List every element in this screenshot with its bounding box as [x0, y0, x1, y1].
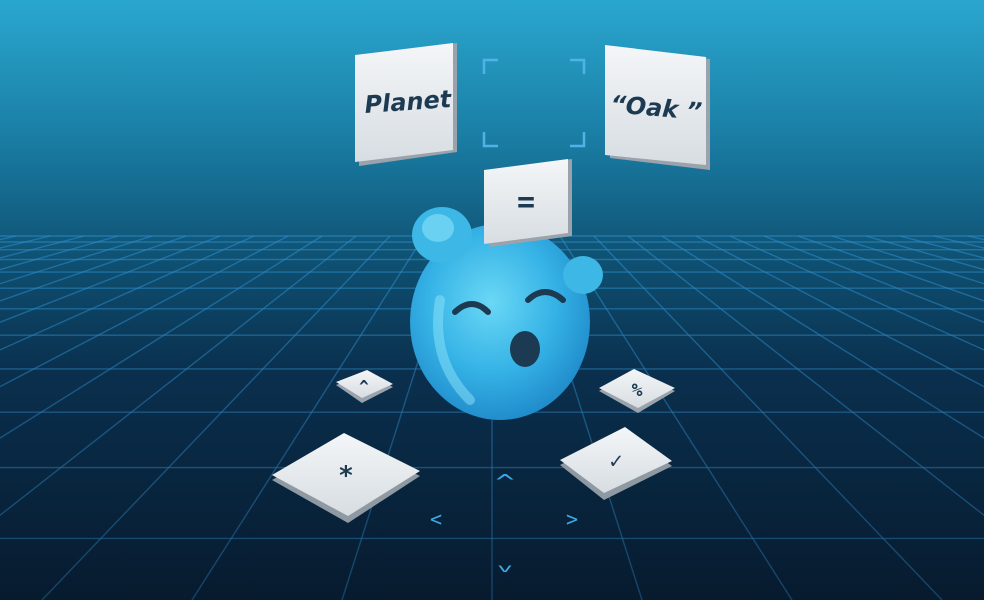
word-card-left-label: Planet: [364, 85, 454, 119]
floor-tile-big-left-label: *: [338, 461, 354, 491]
floor-tile-big-right[interactable]: ✓: [560, 427, 672, 500]
floor-tile-small-right-label: %: [632, 380, 643, 401]
word-card-right[interactable]: “Oak ”: [605, 45, 710, 170]
empty-slot-bracket-icon[interactable]: [482, 58, 586, 148]
dpad-left-arrow[interactable]: <: [430, 507, 442, 531]
dpad-right-arrow[interactable]: >: [566, 507, 578, 531]
floor-tile-small-left-label: ^: [359, 377, 369, 396]
operator-card[interactable]: =: [484, 159, 572, 247]
floor-tile-small-right[interactable]: %: [599, 369, 675, 413]
dpad-down-arrow[interactable]: v: [497, 562, 512, 575]
floor-tile-small-left[interactable]: ^: [336, 370, 393, 403]
floor-tile-big-left[interactable]: *: [272, 433, 420, 523]
word-card-left[interactable]: Planet: [355, 43, 457, 166]
dpad-up-arrow[interactable]: ^: [495, 471, 514, 494]
sleepy-water-drop-mascot-icon: [410, 207, 603, 420]
operator-card-label: =: [517, 185, 535, 220]
floor-tile-big-right-label: ✓: [609, 449, 622, 474]
